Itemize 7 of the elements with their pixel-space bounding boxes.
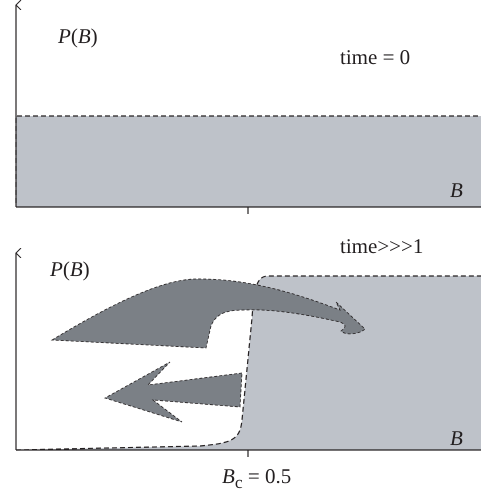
axis-label: B bbox=[450, 180, 463, 201]
time-label: time = 0 bbox=[340, 47, 410, 68]
axis-label: P(B) bbox=[50, 259, 90, 280]
tick-label: B$_{c}$ = 0.5 bbox=[222, 466, 292, 492]
axis-label: P(B) bbox=[58, 26, 98, 47]
axis-label: B bbox=[450, 428, 463, 449]
time-label: time>>>1 bbox=[340, 236, 424, 257]
